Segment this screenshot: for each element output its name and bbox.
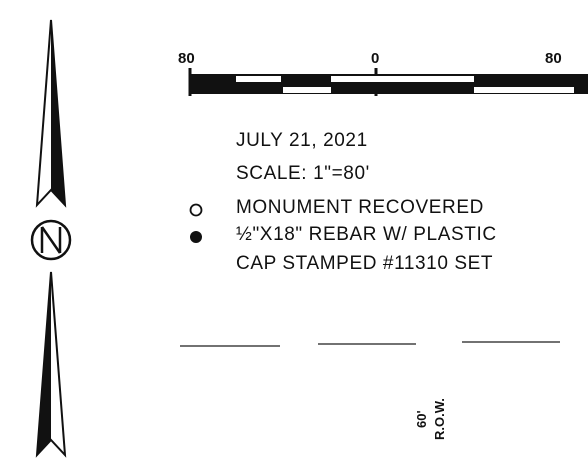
legend-scale: SCALE: 1"=80' <box>236 163 370 184</box>
legend-rebar-line1: ½"X18" REBAR W/ PLASTIC <box>236 224 497 245</box>
row-line <box>180 341 560 347</box>
north-arrow-icon <box>30 19 72 458</box>
open-circle-icon <box>189 203 203 217</box>
legend-date: JULY 21, 2021 <box>236 130 368 151</box>
scale-label-left: 80 <box>178 50 195 67</box>
scale-label-right: 80 <box>545 50 562 67</box>
scale-label-center: 0 <box>371 50 380 67</box>
scale-bar <box>188 68 588 96</box>
filled-circle-icon <box>190 231 202 243</box>
legend-monument: MONUMENT RECOVERED <box>236 197 484 218</box>
row-width-label: 60' <box>414 410 429 428</box>
row-label: R.O.W. <box>432 398 447 440</box>
legend-rebar-line2: CAP STAMPED #11310 SET <box>236 253 494 274</box>
